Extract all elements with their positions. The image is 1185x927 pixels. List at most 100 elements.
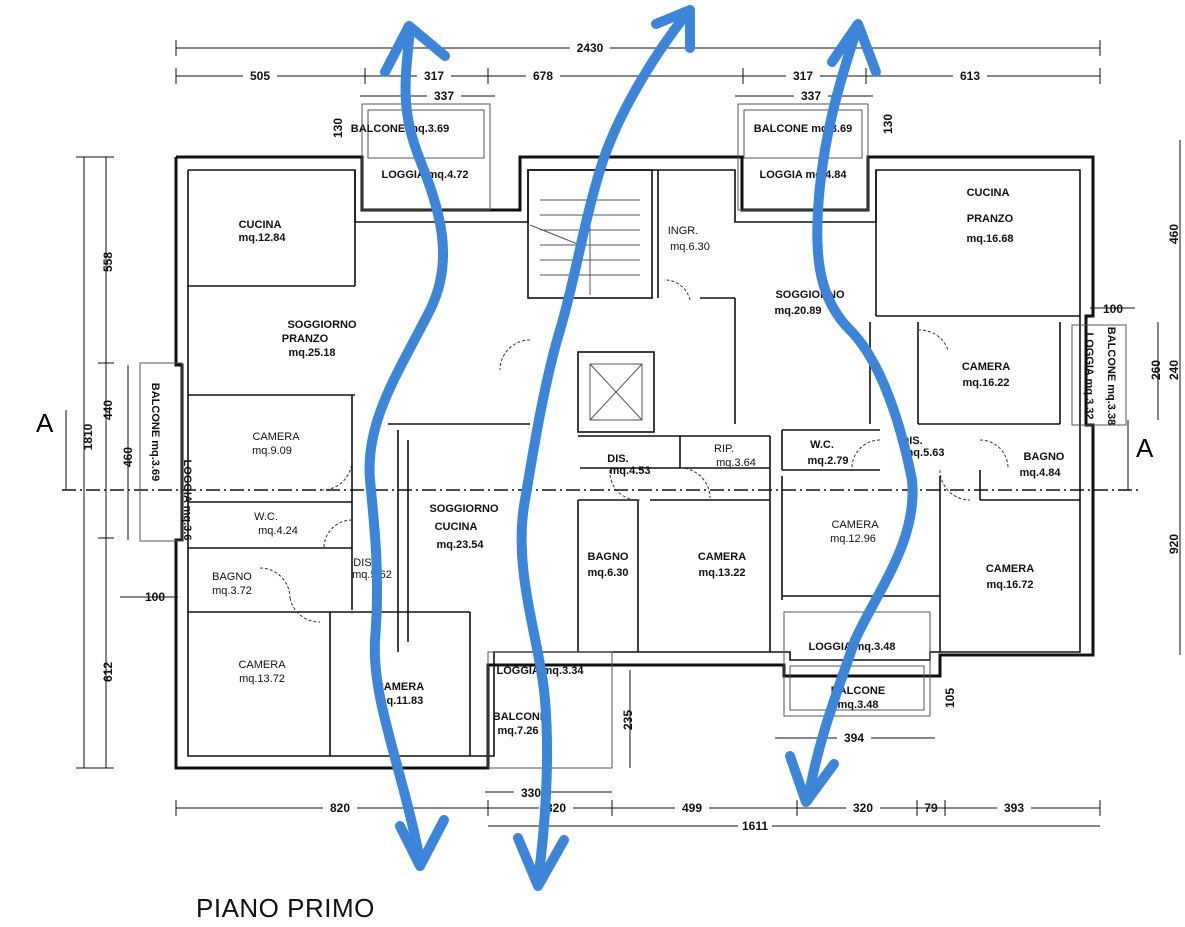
arrow-left-path [364,25,449,865]
label-camera-c: CAMERA [698,551,746,563]
label-dis-r-area: mq.5.63 [904,447,945,459]
label-soggiorno-r-area: mq.20.89 [774,305,821,317]
label-loggia-right: LOGGIA mq.3.32 [1083,332,1095,419]
label-camera-r3: CAMERA [986,563,1034,575]
label-camera-l1: CAMERA [252,431,300,443]
dim-left-offset: 100 [145,590,165,604]
label-cucina-tl-area: mq.12.84 [238,232,286,244]
label-soggiorno-c-2: CUCINA [435,521,478,533]
label-loggia-tr: LOGGIA mq.4.84 [759,169,847,181]
dim-balcony-depth-right: 130 [881,114,895,134]
label-soggiorno-l: SOGGIORNO [287,319,357,331]
label-camera-r2: CAMERA [831,519,879,531]
section-marker-right: A [1136,433,1154,463]
label-cucina-tr-2: PRANZO [967,213,1014,225]
label-camera-r1-area: mq.16.22 [962,377,1009,389]
dim-segment-3: 678 [533,69,553,83]
dim-bottom-balcony-depth: 235 [621,710,635,730]
label-camera-r2-area: mq.12.96 [830,533,876,545]
arrow-middle-head-bottom [513,833,569,891]
arrow-right-path [803,21,918,805]
label-camera-l2: CAMERA [238,659,286,671]
label-balcone-c-area: mq.7.26 [498,725,539,737]
label-balcone-left: BALCONE mq.3.69 [149,383,161,481]
dim-left-3: 612 [101,662,115,682]
label-cucina-tl: CUCINA [239,219,282,231]
label-cucina-tr-area: mq.16.68 [966,233,1013,245]
dim-total-width: 2430 [577,41,604,55]
label-ingr: INGR. [668,225,699,237]
label-camera-l1-area: mq.9.09 [252,445,292,457]
arrow-right-head-bottom [785,751,839,807]
label-soggiorno-l-area: mq.25.18 [288,347,335,359]
dim-right-offset: 100 [1103,302,1123,316]
label-dis-c-area: mq.4.53 [610,465,651,477]
dim-balcony-depth-left: 130 [331,118,345,138]
dim-right-balcony: 260 [1149,360,1163,380]
label-bagno-c: BAGNO [588,551,629,563]
label-balcone-br: BALCONE [831,685,885,697]
label-soggiorno-l-2: PRANZO [282,333,329,345]
label-camera-l2-area: mq.13.72 [239,673,285,685]
dim-bottom-balcony: 330 [521,786,541,800]
dim-segment-5: 613 [960,69,980,83]
label-dis-l: DIS. [353,557,374,569]
label-balcone-c: BALCONE [493,711,547,723]
dim-segment-1: 505 [250,69,270,83]
label-rip: RIP. [714,443,734,455]
arrow-left-head-bottom [395,815,449,871]
dim-right-1: 460 [1167,224,1181,244]
label-balcone-tr: BALCONE mq.3.69 [754,123,852,135]
top-dimensions: 2430 505 317 678 317 613 337 337 130 130 [175,40,1101,138]
label-wc-r-area: mq.2.79 [808,455,849,467]
label-ingr-area: mq.6.30 [670,241,710,253]
dim-bottom-right-balcony: 394 [844,731,864,745]
dim-bottom-2: 320 [546,801,566,815]
label-dis-c: DIS. [607,453,628,465]
dim-left-2: 440 [101,400,115,420]
label-bagno-l-area: mq.3.72 [212,585,252,597]
dim-bottom-sub: 1611 [742,819,768,833]
annotation-arrows [364,5,918,891]
label-soggiorno-c: SOGGIORNO [429,503,499,515]
dim-balcony-left: 337 [434,89,454,103]
dim-segment-4: 317 [793,69,813,83]
dim-segment-2: 317 [424,69,444,83]
label-bagno-l: BAGNO [212,571,252,583]
label-wc-l-area: mq.4.24 [258,525,298,537]
label-camera-r3-area: mq.16.72 [986,579,1033,591]
right-dimensions: 460 240 920 260 100 [1090,140,1181,655]
label-bagno-r: BAGNO [1024,451,1065,463]
label-soggiorno-r: SOGGIORNO [775,289,845,301]
label-cucina-tr: CUCINA [967,187,1010,199]
section-marker-left: A [36,408,54,438]
dim-bottom-3: 499 [682,801,702,815]
left-dimensions: 1810 558 440 612 460 100 [76,156,178,769]
label-balcone-br-area: mq.3.48 [838,699,879,711]
dim-bottom-1: 820 [330,801,350,815]
label-soggiorno-c-area: mq.23.54 [436,539,484,551]
arrow-middle-head-top [651,5,695,53]
door-swings [259,279,1009,623]
label-balcone-tl: BALCONE mq.3.69 [351,123,449,135]
section-axis: A A [36,408,1154,491]
dim-bottom-5: 79 [924,801,938,815]
label-camera-r1: CAMERA [962,361,1010,373]
label-camera-c-area: mq.13.22 [698,567,745,579]
dim-left-1: 558 [101,252,115,272]
label-rip-area: mq.3.64 [716,457,756,469]
label-bagno-r-area: mq.4.84 [1020,467,1062,479]
plan-title: PIANO PRIMO [196,893,375,923]
label-bagno-c-area: mq.6.30 [588,567,629,579]
arrow-left-head-top [380,21,450,77]
arrow-middle-path [516,7,693,885]
arrow-right-head-top [827,19,881,77]
label-wc-r: W.C. [810,439,834,451]
label-camera-l3: CAMERA [376,681,424,693]
dim-balcony-right: 337 [801,89,821,103]
dim-total-height: 1810 [81,423,95,450]
dim-bottom-right-depth: 105 [943,688,957,708]
dim-left-balcony: 460 [121,447,135,467]
dim-right-3: 920 [1167,534,1181,554]
